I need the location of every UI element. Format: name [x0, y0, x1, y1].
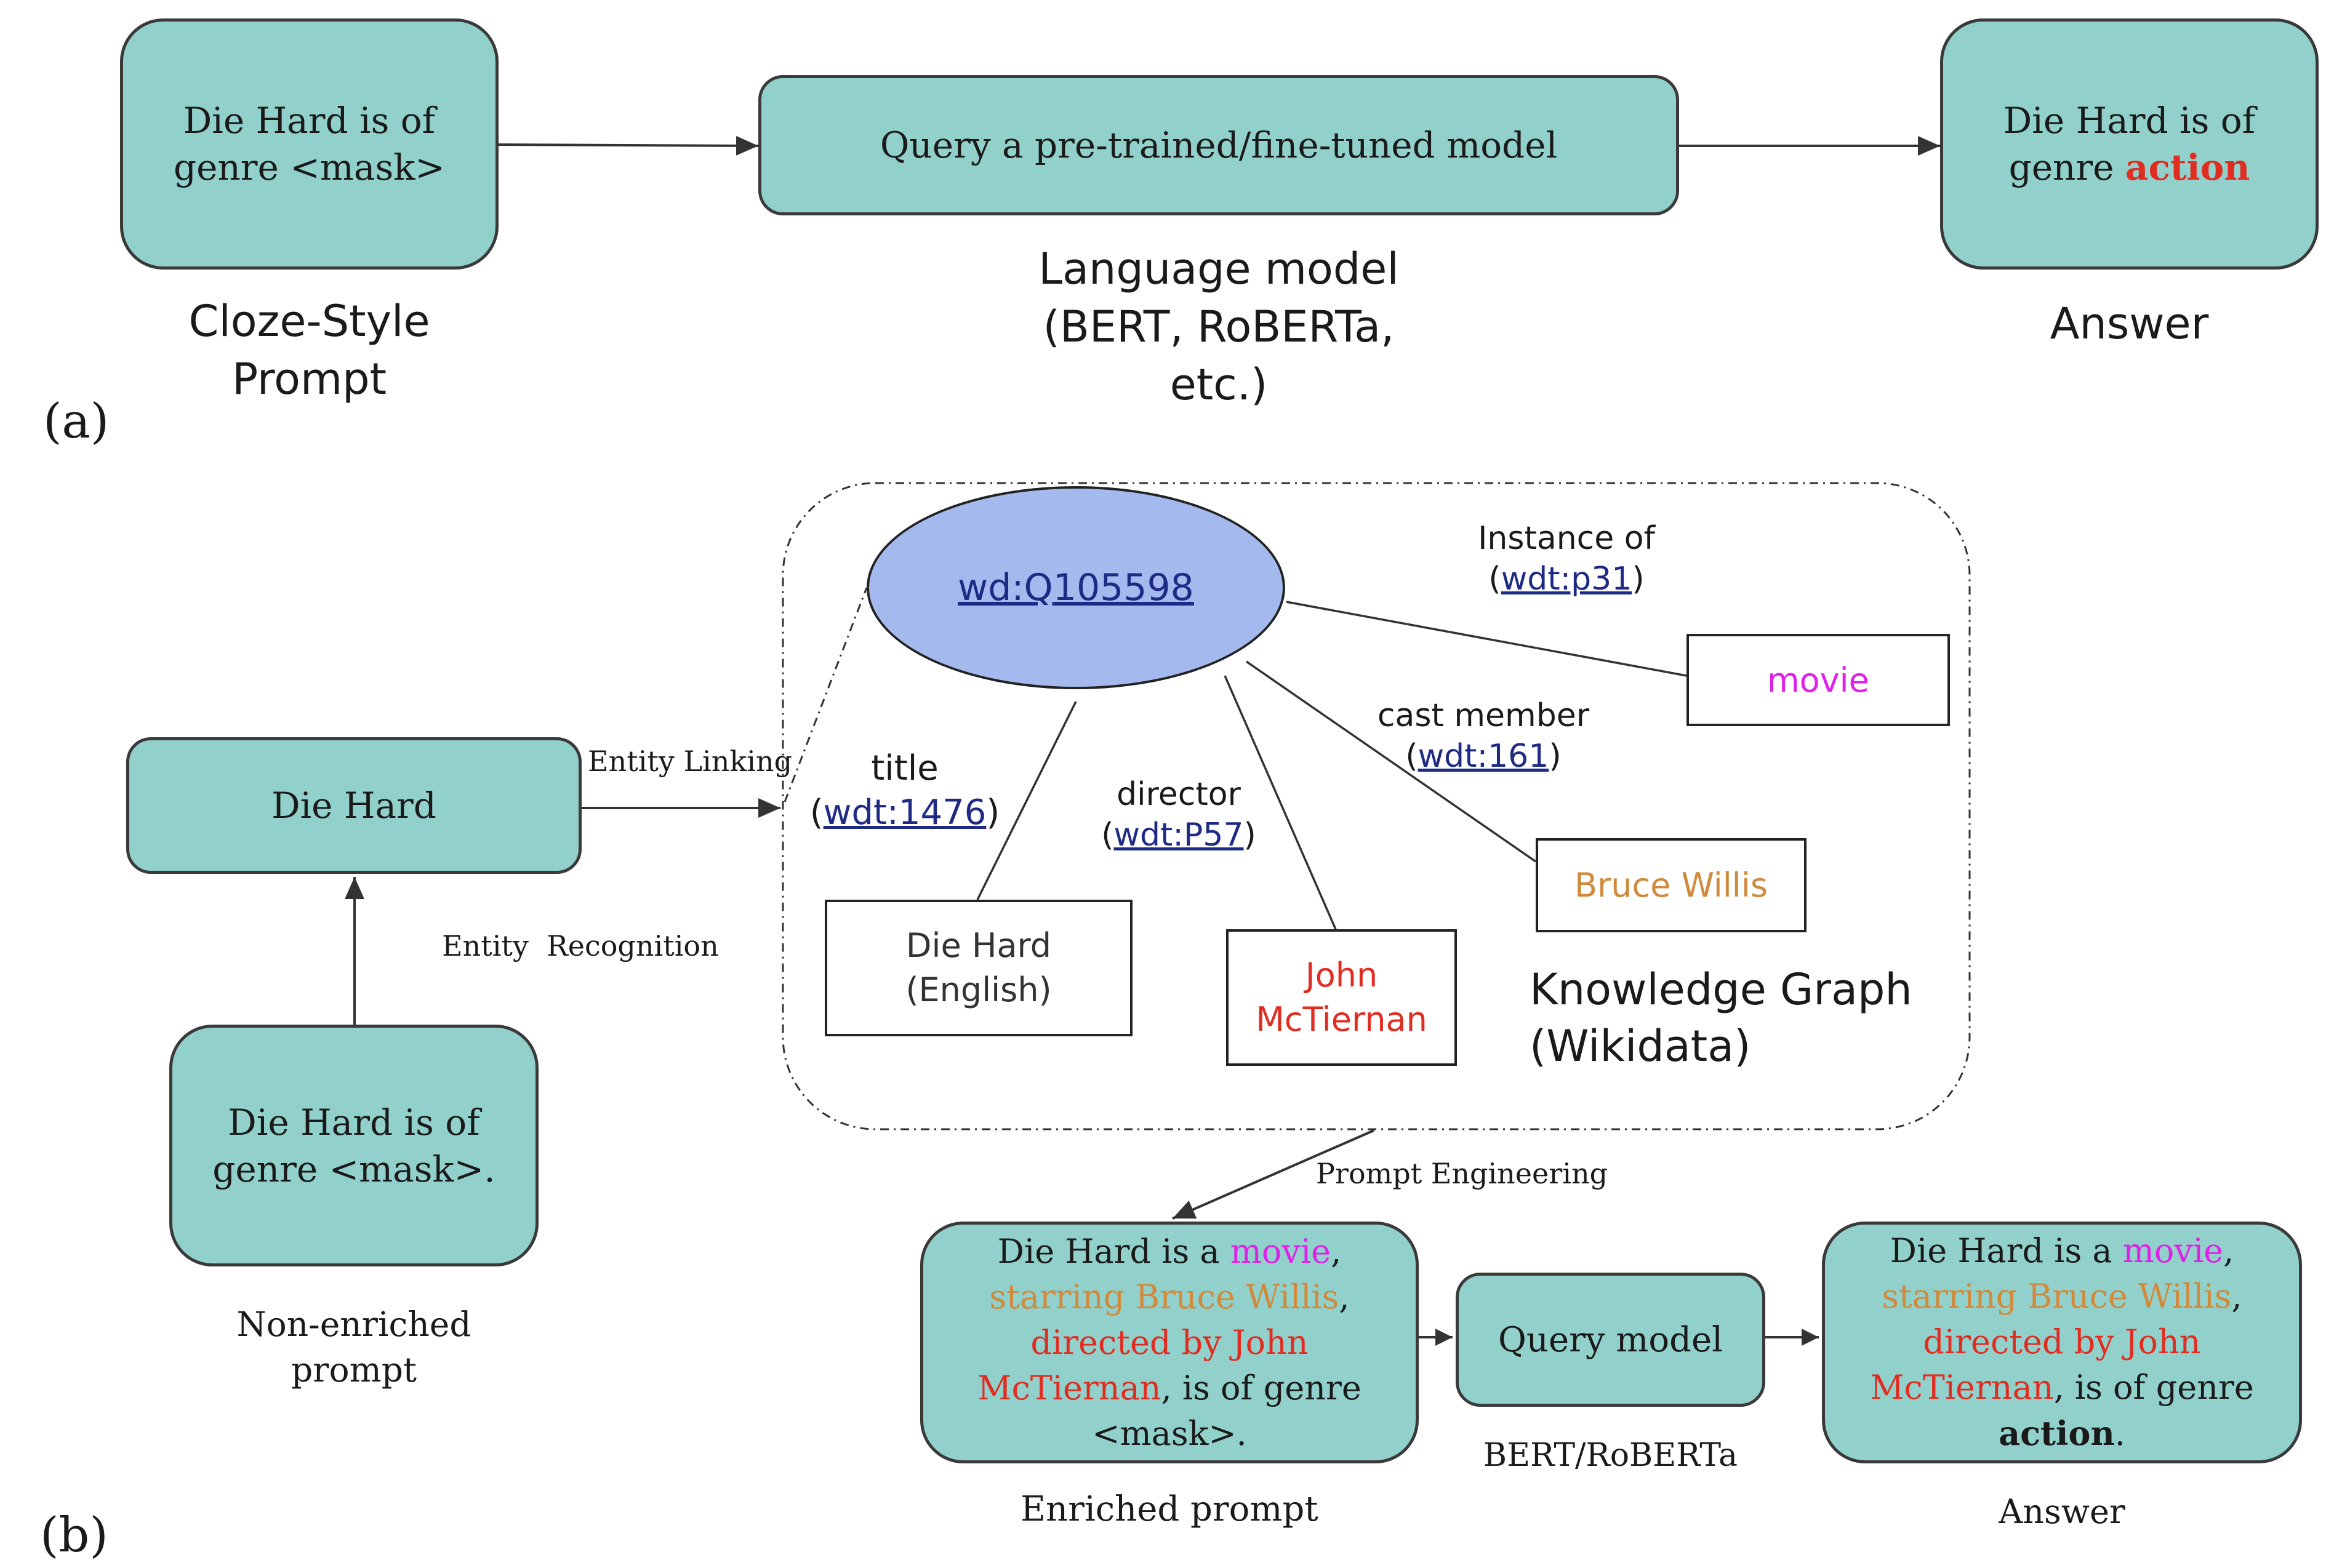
- edge-title: [976, 701, 1077, 900]
- enriched-caption: Enriched prompt: [1021, 1489, 1318, 1529]
- entity-recognition-label: Entity Recognition: [442, 929, 719, 962]
- enriched-starring: starring Bruce Willis: [989, 1277, 1339, 1316]
- answer-a-line1: Die Hard is of: [2003, 100, 2256, 142]
- answer-a-box: Die Hard is of genre action: [1940, 18, 2319, 270]
- answer-a-line2: genre action: [2008, 146, 2250, 188]
- answer-b-box: Die Hard is a movie, starring Bruce Will…: [1822, 1222, 2302, 1463]
- cloze-prompt-caption: Cloze-Style Prompt: [188, 296, 430, 404]
- language-model-caption: Language model (BERT, RoBERTa, etc.): [1038, 244, 1399, 410]
- entity-linking-label: Entity Linking: [588, 745, 793, 778]
- title-link[interactable]: wdt:1476: [823, 793, 987, 833]
- cloze-prompt-line2: genre <mask>: [174, 146, 445, 188]
- answer-b-caption: Answer: [1999, 1492, 2125, 1531]
- edge-director-label: director (wdt:P57): [1101, 776, 1256, 854]
- enriched-movie: movie: [1230, 1231, 1331, 1271]
- arrow-prompt-engineering: [1172, 1129, 1374, 1220]
- arrow-prompt-to-model: [498, 135, 759, 156]
- nonenriched-prompt-box: Die Hard is of genre <mask>.: [169, 1025, 539, 1266]
- query-model-box: Query a pre-trained/fine-tuned model: [758, 75, 1679, 215]
- edge-instance-of: [1286, 601, 1687, 677]
- enriched-mask: <mask>.: [1092, 1414, 1247, 1453]
- dashdot-link: [784, 587, 868, 802]
- panel-a-label: (a): [43, 394, 110, 449]
- query-model-b-box: Query model: [1456, 1273, 1765, 1407]
- edge-cast-member-label: cast member (wdt:161): [1377, 697, 1590, 775]
- kg-caption: Knowledge Graph (Wikidata): [1530, 964, 1912, 1071]
- entity-die-hard-box: Die Hard: [126, 737, 582, 874]
- kg-value-title: Die Hard (English): [825, 900, 1133, 1036]
- query-model-caption: BERT/RoBERTa: [1483, 1437, 1738, 1474]
- edge-instance-of-label: Instance of (wdt:p31): [1478, 520, 1655, 598]
- kg-value-bruce-willis: Bruce Willis: [1536, 838, 1807, 932]
- answer-b-word-action: action: [1999, 1414, 2115, 1453]
- enriched-prompt-box: Die Hard is a movie, starring Bruce Will…: [920, 1222, 1419, 1463]
- kg-value-movie: movie: [1686, 634, 1950, 726]
- query-model-label: Query a pre-trained/fine-tuned model: [880, 124, 1558, 166]
- instance-of-link[interactable]: wdt:p31: [1501, 561, 1632, 598]
- kg-container: [782, 482, 1971, 1130]
- answer-a-caption: Answer: [2050, 298, 2209, 349]
- panel-b-label: (b): [40, 1508, 108, 1563]
- answer-word-action: action: [2125, 146, 2250, 188]
- nonenriched-caption: Non-enriched prompt: [236, 1305, 471, 1390]
- cast-member-link[interactable]: wdt:161: [1418, 738, 1549, 775]
- prompt-engineering-label: Prompt Engineering: [1316, 1157, 1608, 1190]
- edge-title-label: title (wdt:1476): [809, 748, 1000, 833]
- enriched-directed: directed by John: [1030, 1322, 1309, 1362]
- kg-value-director: John McTiernan: [1226, 929, 1457, 1066]
- cloze-prompt-line1: Die Hard is of: [183, 100, 436, 142]
- edge-director: [1224, 675, 1337, 930]
- kg-node-ellipse: wd:Q105598: [867, 486, 1285, 689]
- kg-node-link[interactable]: wd:Q105598: [958, 566, 1194, 609]
- director-link[interactable]: wdt:P57: [1113, 817, 1244, 854]
- edge-cast-member: [1246, 660, 1536, 863]
- cloze-prompt-box: Die Hard is of genre <mask>: [120, 18, 499, 270]
